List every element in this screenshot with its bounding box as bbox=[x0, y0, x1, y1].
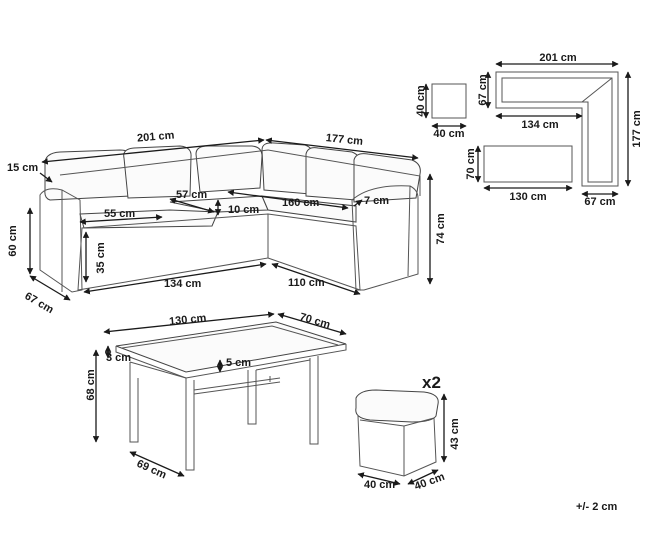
tolerance-note: +/- 2 cm bbox=[576, 501, 617, 513]
stool-drawing bbox=[355, 389, 439, 477]
sofa-height-label: 60 cm bbox=[7, 225, 19, 256]
plan-side-length-label: 177 cm bbox=[631, 110, 643, 148]
table-height-label: 68 cm bbox=[85, 369, 97, 400]
stool-dimension-labels: x2 43 cm 40 cm 40 cm bbox=[364, 373, 461, 493]
table-width-label: 130 cm bbox=[169, 312, 208, 328]
plan-dimension-labels: 40 cm 40 cm 201 cm 67 cm 134 cm 177 cm 6… bbox=[415, 52, 643, 208]
dining-table-drawing bbox=[115, 321, 347, 471]
plan-top-depth-label: 67 cm bbox=[477, 74, 489, 105]
stool-width-label: 40 cm bbox=[364, 479, 395, 491]
sofa-seat-height-label: 35 cm bbox=[95, 242, 107, 273]
sofa-seat-depth-label: 57 cm bbox=[176, 189, 207, 201]
stool-quantity-label: x2 bbox=[422, 373, 441, 392]
plan-table-width-label: 130 cm bbox=[509, 191, 547, 203]
sofa-dimension-lines bbox=[26, 137, 434, 301]
stool-dimension-lines bbox=[357, 393, 448, 486]
stool-height-label: 43 cm bbox=[449, 418, 461, 449]
sofa-arm-width-label: 7 cm bbox=[364, 195, 389, 207]
plan-stool-height-label: 40 cm bbox=[415, 85, 427, 116]
sofa-width-back-label: 201 cm bbox=[137, 129, 175, 144]
sofa-depth-label: 67 cm bbox=[23, 290, 56, 316]
sofa-arm-depth-label: 15 cm bbox=[7, 162, 38, 174]
sofa-seat-width-label: 55 cm bbox=[104, 208, 135, 220]
plan-view-drawing bbox=[431, 71, 619, 187]
plan-side-depth-label: 67 cm bbox=[584, 196, 615, 208]
sofa-seat-gap-label: 10 cm bbox=[228, 204, 259, 216]
table-depth-label: 70 cm bbox=[298, 311, 332, 331]
sofa-side-seat-width-label: 160 cm bbox=[282, 197, 320, 209]
plan-top-width-label: 201 cm bbox=[539, 52, 577, 64]
table-frame-label: 5 cm bbox=[226, 357, 251, 369]
sofa-side-length-label: 110 cm bbox=[288, 277, 325, 289]
plan-stool-width-label: 40 cm bbox=[433, 128, 464, 140]
sofa-total-height-label: 74 cm bbox=[435, 213, 447, 244]
table-top-thickness-label: 3 cm bbox=[106, 352, 131, 364]
plan-dimension-lines bbox=[422, 60, 632, 198]
plan-inner-length-label: 134 cm bbox=[521, 119, 559, 131]
table-dimension-lines bbox=[92, 311, 347, 477]
sofa-width-side-label: 177 cm bbox=[325, 132, 364, 148]
plan-table-depth-label: 70 cm bbox=[465, 148, 477, 179]
sofa-front-length-label: 134 cm bbox=[164, 278, 202, 290]
